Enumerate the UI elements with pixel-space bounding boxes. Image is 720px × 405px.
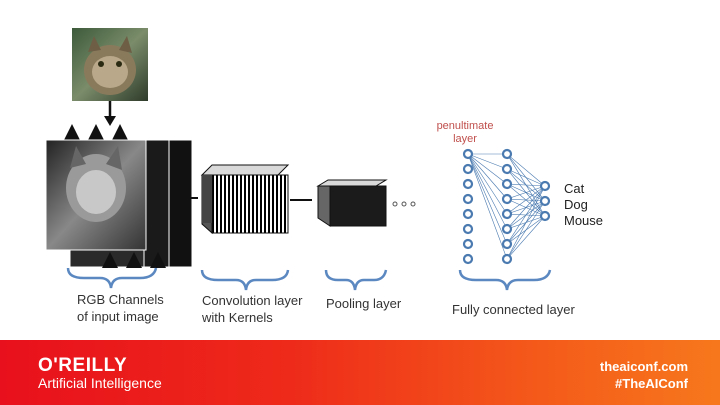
conv-label-line2: with Kernels (202, 310, 273, 325)
brace-fc (458, 269, 552, 291)
fc-edge (506, 153, 546, 187)
fc-edge (467, 153, 508, 230)
fc-node-penultimate (501, 253, 513, 265)
fc-node-layer1 (462, 253, 474, 265)
fc-node-layer1 (462, 163, 474, 175)
fc-connection-lines (467, 153, 546, 260)
cnn-diagram (45, 28, 552, 291)
fc-edge (506, 185, 546, 230)
brace-conv (200, 269, 290, 291)
fc-node-layer1 (462, 238, 474, 250)
input-arrow-head (104, 116, 116, 126)
class-label-dog: Dog (564, 197, 588, 212)
penultimate-layer-label: penultimate layer (430, 120, 500, 146)
fc-node-output (539, 210, 551, 222)
rgb-label-line1: RGB Channels (77, 292, 164, 307)
brace-rgb (66, 267, 158, 289)
fc-node-layer1 (462, 178, 474, 190)
fc-edge (506, 168, 546, 187)
fc-edge (506, 200, 546, 260)
penultimate-line1: penultimate (436, 120, 494, 132)
brace-pool (324, 269, 388, 291)
conv-label-line1: Convolution layer (202, 293, 303, 308)
class-label-mouse: Mouse (564, 213, 604, 228)
fc-network (462, 148, 551, 265)
rgb-channels-label: RGB Channels of input image (77, 291, 164, 325)
footer-banner: O'REILLY Artificial Intelligence theaico… (0, 340, 720, 405)
fc-node-penultimate (501, 163, 513, 175)
fc-layer-label: Fully connected layer (452, 302, 575, 317)
rgb-label-line2: of input image (77, 309, 159, 324)
fc-node-penultimate (501, 208, 513, 220)
penultimate-line2: layer (453, 133, 477, 145)
fc-node-penultimate (501, 238, 513, 250)
pooling-layer-label: Pooling layer (326, 296, 402, 311)
conference-hashtag: #TheAIConf (615, 376, 688, 391)
ellipsis-dots-icon (392, 201, 416, 207)
fc-node-penultimate (501, 223, 513, 235)
fc-edge (467, 153, 508, 200)
fc-edge (506, 183, 546, 187)
convolution-layer-block (200, 164, 290, 235)
class-label-cat: Cat (564, 181, 585, 196)
fc-edge (467, 153, 508, 215)
fc-node-layer1 (462, 208, 474, 220)
cat-photo-icon (72, 28, 148, 101)
fc-edge (506, 215, 546, 260)
fc-node-output (539, 180, 551, 192)
output-class-labels: Cat Dog Mouse (564, 181, 603, 229)
oreilly-logo: O'REILLY (38, 355, 128, 376)
conv-layer-label: Convolution layer with Kernels (202, 292, 302, 326)
rgb-channel-stack (45, 124, 193, 268)
fc-node-layer1 (462, 193, 474, 205)
fc-node-penultimate (501, 178, 513, 190)
fc-edge (467, 153, 508, 170)
conference-website: theaiconf.com (599, 359, 688, 374)
fc-edge (506, 185, 546, 200)
conference-subtitle: Artificial Intelligence (38, 375, 162, 391)
fc-edge (467, 153, 508, 245)
fc-edge (467, 153, 508, 185)
fc-node-output (539, 195, 551, 207)
fc-node-penultimate (501, 148, 513, 160)
fc-edge (506, 185, 546, 245)
fc-edge (467, 153, 508, 260)
fc-node-layer1 (462, 148, 474, 160)
fc-edge (506, 185, 546, 215)
fc-node-layer1 (462, 223, 474, 235)
fc-edge (506, 185, 546, 260)
fc-node-penultimate (501, 193, 513, 205)
pooling-layer-block (316, 179, 388, 227)
